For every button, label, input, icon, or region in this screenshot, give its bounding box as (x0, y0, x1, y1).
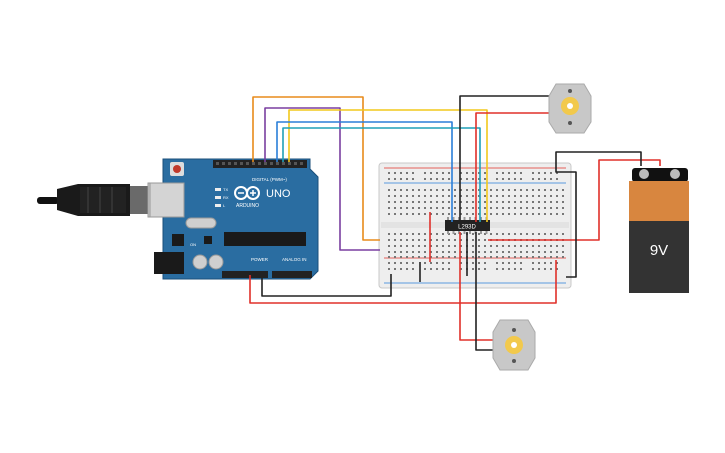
dc-motor-1[interactable] (548, 83, 592, 134)
board-model-label: UNO (266, 188, 291, 200)
arduino-logo (234, 186, 260, 200)
digital-label: DIGITAL (PWM~) (252, 177, 287, 182)
usb-port (149, 182, 185, 218)
chip-label: L293D (458, 225, 476, 231)
wire-yellow (288, 109, 488, 222)
arduino-uno-board[interactable]: UNO ARDUINO DIGITAL (PWM~) POWER ANALOG … (149, 158, 319, 280)
wire-motor2-black (475, 232, 497, 351)
l-label: L (223, 203, 226, 208)
power-label: POWER (251, 257, 269, 262)
wire-blue (276, 121, 453, 222)
battery-label: 9V (650, 242, 668, 259)
analog-label: ANALOG IN (282, 257, 307, 262)
wire-black-battery (555, 151, 642, 278)
wire-cyan (282, 127, 481, 222)
analog-header (272, 271, 312, 278)
power-header (222, 271, 268, 278)
tx-label: TX (223, 187, 228, 192)
dc-motor-2[interactable] (492, 319, 536, 371)
on-label: ON (190, 242, 196, 247)
wire-motor2-red (459, 232, 497, 341)
wire-red-5v (249, 260, 557, 304)
power-jack (154, 252, 184, 274)
wire-orange (252, 96, 380, 241)
wire-purple (264, 107, 380, 251)
wires (249, 95, 661, 351)
battery-9v[interactable]: 9V (629, 168, 689, 293)
brand-label: ARDUINO (236, 203, 259, 209)
atmega-chip (224, 232, 306, 246)
wire-motor1-red (475, 112, 550, 222)
wire-black-gnd (261, 274, 392, 297)
rx-label: RX (223, 195, 229, 200)
wire-motor1-black (459, 95, 550, 222)
wire-red-battery (488, 159, 661, 241)
